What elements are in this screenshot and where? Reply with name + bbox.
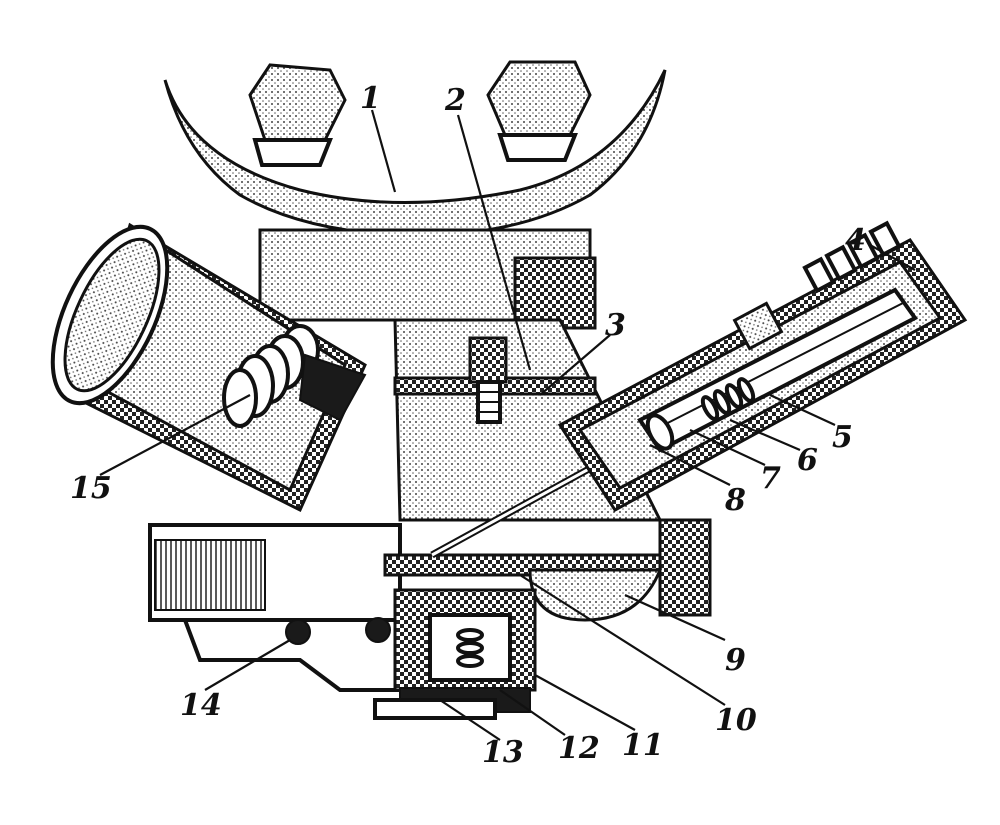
- callout-9: 9: [725, 643, 746, 678]
- top-bolt-right: [486, 60, 592, 162]
- tube-spring: [700, 377, 756, 421]
- callout-8: 8: [724, 483, 746, 518]
- valve-disc: [645, 413, 675, 451]
- callout-14: 14: [180, 688, 222, 723]
- threaded-end: [802, 220, 902, 294]
- callout-labels: 1 2 3 4 5 6 7 8 9 10 11 12 13 14 15: [70, 81, 866, 770]
- inlet-filter: [222, 324, 367, 428]
- lower-right-cap: [658, 518, 712, 617]
- callout-1: 1: [360, 81, 381, 116]
- inlet-pipe: [50, 222, 367, 513]
- port-hole-left: [285, 619, 311, 645]
- callout-5: 5: [832, 420, 853, 455]
- bottom-nut: [373, 698, 497, 720]
- valve-tube: [557, 220, 968, 512]
- saddle-part: [163, 69, 667, 237]
- top-bolt-left: [248, 63, 347, 167]
- callout-13: 13: [482, 735, 524, 770]
- callout-11: 11: [622, 728, 664, 763]
- leader-lines: [99, 109, 916, 741]
- callout-3: 3: [605, 308, 626, 343]
- port-hole-right: [365, 617, 391, 643]
- screw-part: [468, 336, 508, 424]
- callout-4: 4: [845, 223, 866, 258]
- tube-boss: [732, 301, 784, 351]
- lower-body-left-grille: [154, 539, 266, 611]
- upper-flange: [513, 256, 597, 330]
- callout-12: 12: [558, 731, 600, 766]
- callout-15: 15: [70, 471, 112, 506]
- bottom-spring: [456, 628, 484, 668]
- callout-10: 10: [715, 703, 757, 738]
- callout-6: 6: [797, 443, 818, 478]
- callout-2: 2: [444, 83, 466, 118]
- callout-7: 7: [760, 461, 781, 496]
